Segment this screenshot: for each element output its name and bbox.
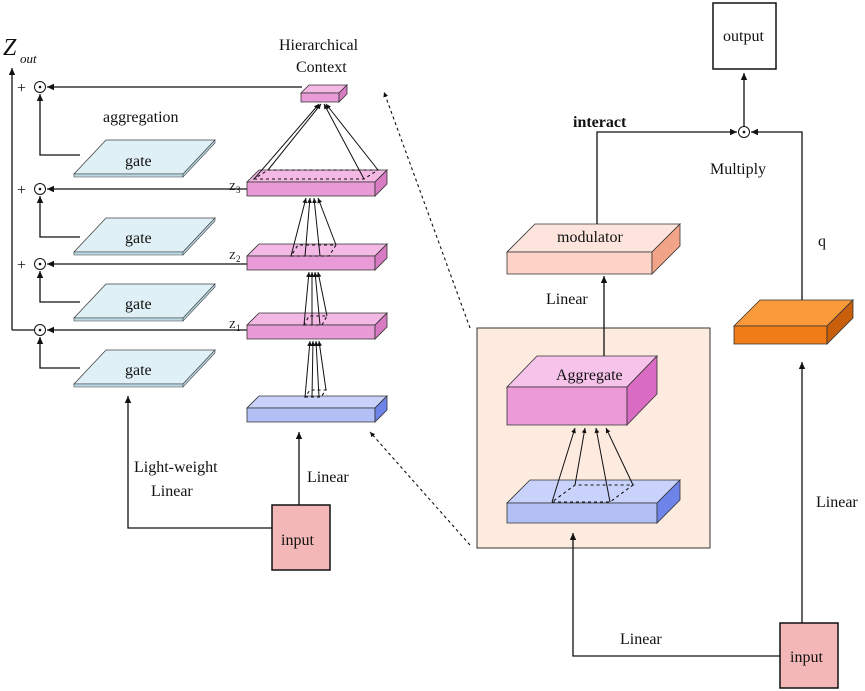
gate-block: gate	[73, 349, 216, 388]
svg-text:Z: Z	[229, 181, 236, 193]
svg-text:gate: gate	[125, 296, 152, 313]
light-weight-linear-arrow	[124, 396, 272, 529]
linear-label-left: Linear	[307, 469, 349, 486]
svg-text:+: +	[17, 80, 26, 97]
hierarchical-context-label: Context	[296, 59, 347, 76]
input-block-left: input	[271, 504, 331, 571]
svg-text:modulator: modulator	[557, 229, 623, 246]
svg-text:2: 2	[236, 254, 241, 264]
svg-text:input: input	[281, 532, 314, 549]
aggregate-block: Aggregate	[506, 355, 658, 426]
svg-text:+: +	[17, 182, 26, 199]
output-block: output	[712, 2, 777, 70]
svg-text:output: output	[723, 28, 764, 45]
svg-text:Aggregate: Aggregate	[556, 367, 623, 384]
multiply-label: Multiply	[710, 161, 766, 178]
gate-block: gate	[73, 139, 216, 178]
z1-label: Z 1	[229, 319, 241, 333]
panel-fan-arrows	[551, 427, 634, 503]
z3-label: Z 3	[229, 181, 241, 195]
zoom-line-bottom	[369, 431, 471, 546]
query-block	[733, 299, 854, 345]
local-feature-block	[506, 479, 681, 524]
hierarchical-context-block	[300, 84, 348, 103]
multiply-dot	[738, 126, 750, 138]
z-out-label: Z out	[3, 35, 37, 66]
hierarchical-context-label: Hierarchical	[279, 37, 359, 54]
input-block-right: input	[779, 622, 839, 689]
accumulators: + + +	[12, 80, 46, 336]
svg-text:Z: Z	[229, 250, 236, 262]
linear-label-panel: Linear	[620, 631, 662, 648]
gate-block: gate	[73, 217, 216, 256]
interact-label: interact	[573, 114, 627, 131]
linear-label-aggregate: Linear	[546, 291, 588, 308]
q-arrow	[751, 128, 803, 300]
svg-text:1: 1	[236, 323, 241, 333]
interact-arrow	[596, 128, 737, 224]
svg-text:Z: Z	[229, 319, 236, 331]
svg-text:out: out	[20, 51, 37, 66]
z3-layer	[246, 169, 388, 197]
svg-text:3: 3	[236, 185, 241, 195]
z2-layer	[246, 243, 388, 271]
layer-to-dot-arrows	[47, 83, 302, 334]
conv-fan-arrows	[253, 103, 379, 398]
zoom-line-top	[383, 91, 471, 329]
gate-block: gate	[73, 283, 216, 322]
svg-text:+: +	[17, 257, 26, 274]
svg-text:gate: gate	[125, 153, 152, 170]
light-weight-label: Light-weight	[134, 459, 218, 476]
linear-label-q: Linear	[816, 494, 858, 511]
aggregation-label: aggregation	[103, 109, 179, 126]
modulator-block: modulator	[506, 223, 681, 275]
svg-text:input: input	[790, 649, 823, 666]
z2-label: Z 2	[229, 250, 241, 264]
svg-text:gate: gate	[125, 362, 152, 379]
q-label: q	[818, 233, 826, 250]
z1-layer	[246, 312, 388, 340]
gate-to-dot-arrows	[36, 94, 80, 369]
linear-arrow-panel	[569, 533, 780, 657]
svg-text:gate: gate	[125, 230, 152, 247]
light-weight-label: Linear	[151, 483, 193, 500]
input-projection-layer	[246, 389, 388, 423]
svg-text:Z: Z	[3, 35, 17, 61]
